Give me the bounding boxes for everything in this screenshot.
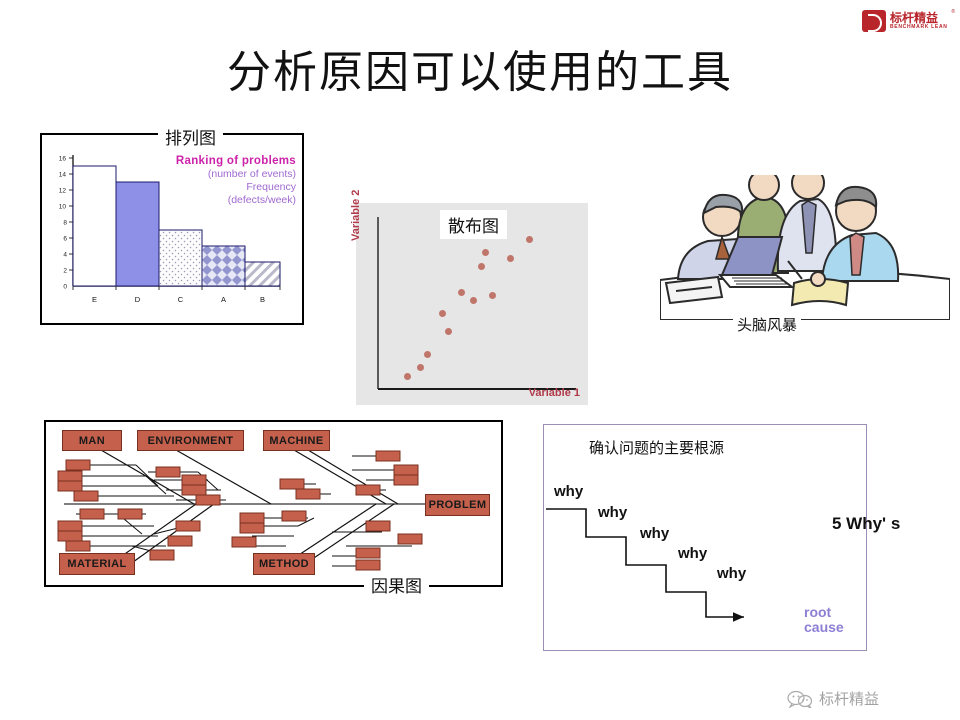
brand-logo: 标杆精益 BENCHMARK LEAN ®	[862, 8, 955, 34]
registered-mark-icon: ®	[951, 9, 955, 15]
svg-text:A: A	[221, 295, 226, 304]
svg-text:D: D	[135, 295, 141, 304]
scatter-point	[507, 255, 515, 263]
fishbone-category-environment: ENVIRONMENT	[137, 430, 244, 451]
benchmark-lean-logo-icon	[862, 10, 886, 32]
scatter-point	[424, 350, 432, 358]
pareto-sub-frequency: Frequency	[246, 181, 296, 193]
why-step-5: why	[717, 565, 747, 582]
svg-text:4: 4	[63, 252, 67, 259]
pareto-heading: Ranking of problems	[175, 155, 296, 167]
page-title: 分析原因可以使用的工具	[227, 47, 733, 98]
svg-text:B: B	[260, 295, 265, 304]
logo-en-text: BENCHMARK LEAN	[890, 24, 948, 30]
fishbone-category-problem: PROBLEM	[425, 494, 490, 516]
brainstorm-illustration	[659, 166, 951, 321]
wechat-icon	[787, 690, 813, 708]
fishbone-category-man: MAN	[62, 430, 122, 451]
five-whys-staircase-svg	[546, 508, 744, 622]
root-cause-line2: cause	[804, 618, 844, 635]
svg-text:E: E	[92, 295, 97, 304]
wechat-watermark: 标杆精益	[787, 688, 879, 709]
brainstorm-team-illustration	[659, 166, 951, 321]
scatter-caption: 散布图	[440, 210, 507, 239]
svg-text:14: 14	[59, 172, 67, 179]
pareto-sub-events: (number of events)	[207, 168, 296, 180]
logo-cn-text: 标杆精益	[890, 11, 939, 25]
scatter-axes-svg	[377, 217, 576, 390]
fishbone-skeleton-svg	[57, 449, 431, 571]
why-step-3: why	[640, 525, 670, 542]
svg-text:0: 0	[63, 284, 67, 291]
pareto-caption: 排列图	[158, 124, 223, 149]
svg-text:12: 12	[59, 188, 67, 195]
svg-text:16: 16	[59, 156, 67, 163]
why-step-2: why	[598, 504, 628, 521]
brainstorm-caption: 头脑风暴	[733, 313, 802, 336]
logo-wordmark: 标杆精益 BENCHMARK LEAN	[890, 12, 948, 30]
pareto-annotation-block: Ranking of problems (number of events) F…	[176, 155, 296, 206]
scatter-point	[477, 263, 485, 271]
five-whys-heading: 确认问题的主要根源	[589, 439, 725, 457]
fishbone-category-material: MATERIAL	[59, 553, 135, 575]
svg-text:2: 2	[63, 268, 67, 275]
root-cause-line1: root	[804, 604, 832, 620]
scatter-point	[439, 310, 447, 318]
scatter-point	[444, 327, 452, 335]
scatter-y-axis-label: Variable 2	[350, 189, 362, 241]
svg-text:C: C	[178, 295, 184, 304]
scatter-point	[525, 235, 533, 243]
fishbone-diagram-panel: MAN ENVIRONMENT MACHINE PROBLEM MATERIAL METH…	[44, 420, 503, 587]
fishbone-caption: 因果图	[364, 572, 429, 597]
pareto-chart-svg: 16 14 12 10 8 6 4 2 0	[59, 155, 281, 304]
scatter-point	[470, 297, 478, 305]
fishbone-category-method: METHOD	[253, 553, 315, 575]
scatter-point	[457, 289, 465, 297]
watermark-text: 标杆精益	[819, 690, 880, 708]
pareto-sub-defects: (defects/week)	[227, 194, 296, 206]
scatter-point	[404, 373, 412, 381]
why-step-1: why	[554, 483, 584, 500]
scatter-point	[488, 292, 496, 300]
scatter-point	[417, 363, 425, 371]
scatter-point	[481, 248, 489, 256]
fishbone-category-machine: MACHINE	[263, 430, 330, 451]
why-step-4: why	[678, 545, 708, 562]
scatter-x-axis-label: Variable 1	[528, 387, 580, 399]
five-whys-title: 5 Why' s	[832, 514, 901, 533]
pareto-chart-panel: 16 14 12 10 8 6 4 2 0	[40, 133, 304, 325]
root-cause-label: root cause	[804, 605, 844, 634]
svg-text:6: 6	[63, 236, 67, 243]
svg-text:8: 8	[63, 220, 67, 227]
svg-text:10: 10	[59, 204, 67, 211]
